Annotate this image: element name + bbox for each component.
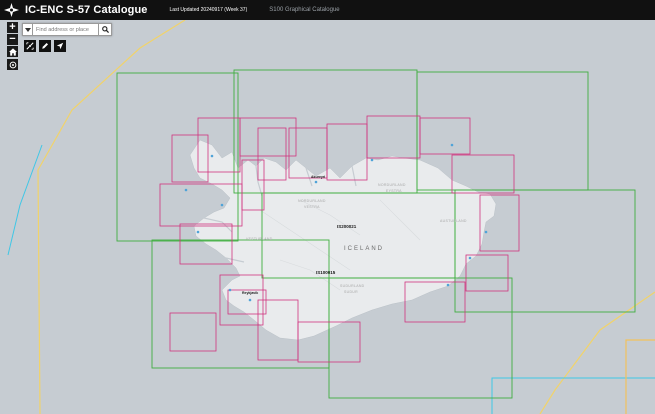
boundary-line-cyan-west [7,144,43,256]
chart-cell-magenta-10[interactable] [479,194,520,252]
map-tool-row [24,40,66,52]
zoom-controls: + − [7,22,18,45]
app-title: IC-ENC S-57 Catalogue [25,4,148,16]
country-label-iceland: ICELAND [344,246,384,252]
top-bar: IC-ENC S-57 Catalogue Last Updated 20240… [0,0,655,20]
region-label-nordurland-vestra: NORDURLAND [298,199,326,203]
pencil-icon [42,42,49,49]
place-label-akureyri: Akureyri [311,175,325,179]
home-button[interactable] [7,46,18,57]
region-label-sudurland: SUDURLAND [340,284,365,288]
chart-cell-magenta-11[interactable] [465,254,509,292]
zoom-in-button[interactable]: + [7,22,18,33]
region-label-nordurland-vestra-2: VESTRA [304,205,320,209]
chart-cell-magenta-9[interactable] [451,154,515,194]
search-icon [101,26,109,33]
chart-cell-magenta-17[interactable] [169,312,217,352]
chart-id-label-is200021[interactable]: IS200021 [337,224,357,229]
map-canvas[interactable]: NORDURLAND VESTRA NORDURLAND EYSTRA AUST… [0,20,655,414]
chart-cell-green-sw[interactable] [151,239,330,369]
chart-cell-magenta-20[interactable] [241,159,265,211]
region-label-vesturland: VESTURLAND [246,237,273,241]
chart-cell-magenta-3[interactable] [239,117,297,157]
chart-cell-magenta-12[interactable] [404,281,466,323]
boundary-line-yellow-west [37,20,186,414]
locate-button[interactable] [7,59,18,70]
navigate-tool-button[interactable] [54,40,66,52]
chart-cell-magenta-14[interactable] [179,223,233,265]
measure-tool-button[interactable] [24,40,36,52]
overview-chart-cells [116,69,636,399]
fjord-detail-north [255,165,357,197]
boundary-line-orange-east [625,339,655,414]
zoom-out-button[interactable]: − [7,34,18,45]
harbour-chart-cells [159,115,520,363]
port-markers [184,143,488,302]
measure-icon [26,42,34,50]
chart-cell-magenta-16[interactable] [227,289,267,315]
boundary-line-yellow-east [539,291,655,414]
navigation-arrow-icon [56,42,64,50]
chart-cell-magenta-1[interactable] [171,134,209,183]
locate-icon [9,61,16,68]
compass-logo-icon [4,3,19,17]
search-button[interactable] [99,23,112,36]
region-label-nordurland-eystra: NORDURLAND [378,183,406,187]
search-input[interactable] [33,23,99,36]
search-widget [22,23,112,36]
region-label-nordurland-eystra-2: EYSTRA [386,189,402,193]
search-source-dropdown[interactable] [22,23,33,36]
last-updated-text: Last Updated 20240917 (Week 37) [169,7,248,13]
region-label-austurland: AUSTURLAND [440,219,467,223]
chart-cell-magenta-4[interactable] [257,127,287,181]
boundary-line-cyan-east [491,377,655,414]
caret-down-icon [24,27,31,32]
s100-catalogue-link[interactable]: S100 Graphical Catalogue [269,7,340,13]
fjord-detail-west [203,217,245,263]
chart-id-label-is100015[interactable]: IS100015 [316,270,336,275]
home-icon [8,47,17,56]
place-label-reykjavik: Reykjavik [242,291,258,295]
chart-cell-magenta-8[interactable] [419,117,471,155]
draw-tool-button[interactable] [39,40,51,52]
region-label-sudurland-2: SUDUR [344,290,358,294]
chart-cell-magenta-19[interactable] [297,321,361,363]
chart-cell-green-nw[interactable] [116,72,239,242]
